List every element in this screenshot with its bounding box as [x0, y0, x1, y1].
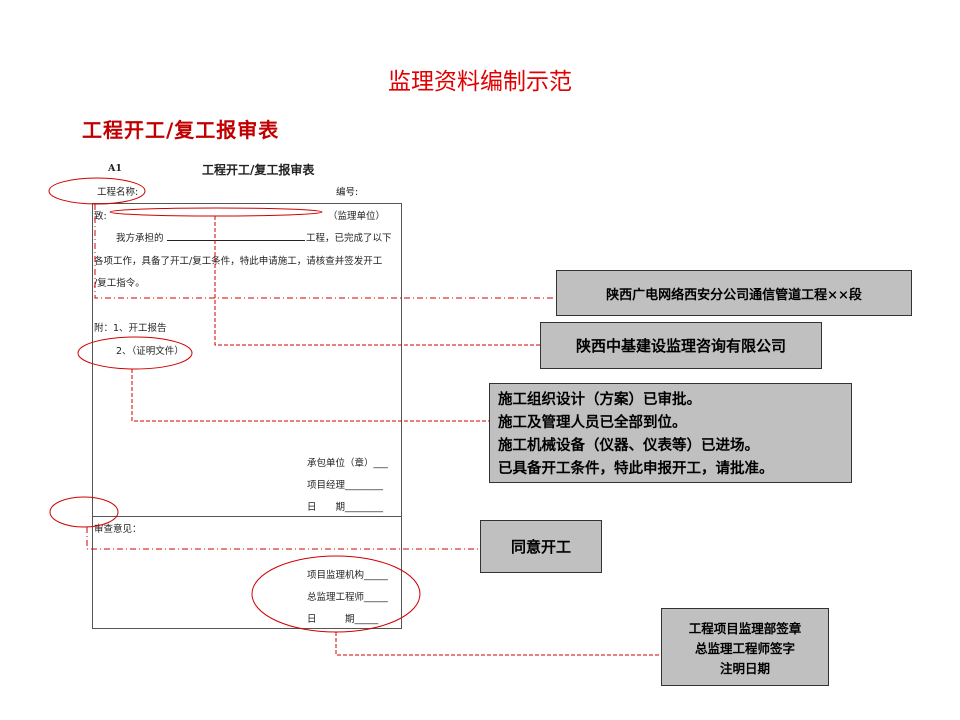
- form-code: A1: [108, 163, 122, 174]
- project-name-label: 工程名称:: [97, 187, 139, 198]
- attachment-1: 附：1、开工报告: [94, 323, 167, 334]
- attachment-2: 2、（证明文件）: [116, 346, 184, 357]
- callout-signature: 工程项目监理部签章 总监理工程师签字 注明日期: [661, 608, 829, 686]
- callout-conditions: 施工组织设计（方案）已审批。 施工及管理人员已全部到位。 施工机械设备（仪器、仪…: [489, 383, 852, 483]
- callout-opinion: 同意开工: [480, 520, 602, 573]
- signature-line: 总监理工程师签字: [694, 641, 795, 656]
- number-label: 编号:: [336, 187, 359, 198]
- section-divider: [92, 516, 402, 517]
- supervisor-unit-label: （监理单位）: [328, 211, 386, 222]
- to-label: 致:: [94, 211, 107, 222]
- review-opinion-label: 审查意见：: [94, 524, 142, 535]
- supervision-org-label: 项目监理机构_____: [307, 570, 388, 581]
- condition-line: 施工机械设备（仪器、仪表等）已进场。: [498, 437, 759, 454]
- page-title: 监理资料编制示范: [388, 69, 572, 95]
- body-line1-b: 工程，已完成了以下: [306, 233, 392, 244]
- body-line3: /复工指令。: [94, 278, 145, 289]
- chief-engineer-label: 总监理工程师_____: [307, 592, 388, 603]
- contractor-label: 承包单位（章）___: [307, 458, 388, 469]
- signature-line: 工程项目监理部签章: [688, 621, 802, 636]
- form-document: A1 工程开工/复工报审表 工程名称: 编号: 致: （监理单位） 我方承担的 …: [90, 155, 402, 630]
- leader-line-signature: [335, 632, 661, 656]
- callout-project-name: 陕西广电网络西安分公司通信管道工程××段: [556, 270, 912, 316]
- form-title: 工程开工/复工报审表: [202, 163, 315, 177]
- body-line2: 各项工作，具备了开工/复工条件，特此申请施工，请核查并签发开工: [94, 256, 383, 267]
- callout-supervisor: 陕西中基建设监理咨询有限公司: [540, 322, 822, 369]
- condition-line: 施工组织设计（方案）已审批。: [498, 391, 701, 408]
- date-label-2: 日 期_____: [307, 614, 379, 625]
- condition-line: 施工及管理人员已全部到位。: [498, 414, 687, 431]
- body-line1-a: 我方承担的: [116, 233, 164, 244]
- section-title: 工程开工/复工报审表: [82, 118, 280, 142]
- signature-line: 注明日期: [719, 661, 770, 676]
- project-manager-label: 项目经理________: [307, 480, 384, 491]
- condition-line: 已具备开工条件，特此申报开工，请批准。: [498, 460, 774, 477]
- date-label-1: 日 期________: [307, 502, 384, 513]
- project-blank: [167, 230, 305, 241]
